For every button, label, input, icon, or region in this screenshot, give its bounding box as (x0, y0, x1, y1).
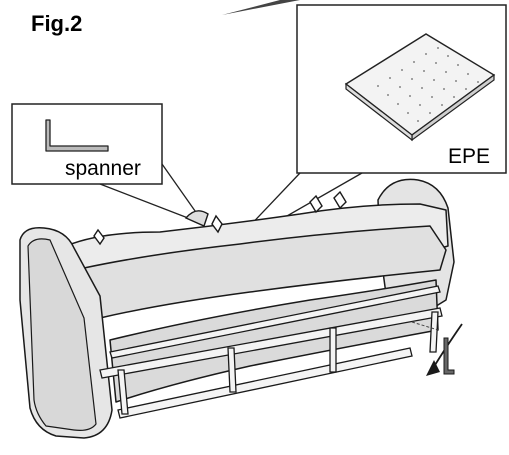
figure-title: Fig.2 (31, 11, 83, 36)
epe-label: EPE (448, 145, 491, 168)
spanner-icon (45, 119, 109, 152)
hex-key-icon (443, 337, 455, 375)
spanner-callout (11, 103, 201, 219)
sofa-seat-cushion (83, 225, 447, 319)
epe-callout (243, 4, 507, 237)
spanner-callout-leader (161, 163, 201, 219)
frame-strut (329, 327, 337, 373)
spanner-label: spanner (65, 157, 141, 180)
epe-foam-sheet-icon (344, 33, 496, 142)
frame-strut (227, 347, 237, 393)
frame-strut (429, 311, 439, 353)
frame-strut (117, 369, 129, 415)
frame-top-rail (99, 307, 443, 379)
sofa-left-armrest-face (27, 238, 97, 431)
frame-bottom-rail (117, 347, 413, 419)
frame-rear-rail (109, 285, 441, 359)
sofa-body (19, 178, 455, 439)
spanner-callout-box (11, 103, 163, 185)
spanner-callout-leader (99, 183, 189, 219)
pointer-arrow (222, 0, 300, 15)
sofa-brackets (93, 190, 347, 246)
sofa-metal-frame (99, 285, 443, 419)
